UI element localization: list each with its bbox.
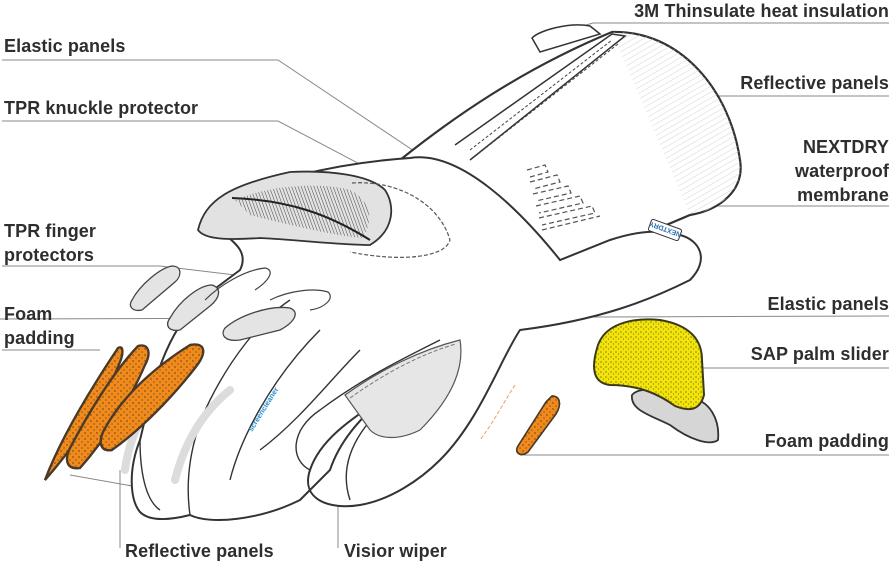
- label-foam-padding-right: Foam padding: [764, 431, 889, 451]
- label-reflective-panels-bottom: Reflective panels: [125, 541, 274, 561]
- glove-hand: [130, 156, 702, 521]
- label-nextdry-line3: membrane: [797, 185, 889, 205]
- label-reflective-panels-top: Reflective panels: [740, 73, 889, 93]
- tpr-knuckle-protector: [197, 170, 393, 246]
- thinsulate-strip: [454, 33, 627, 161]
- leader-thinsulate: [569, 22, 889, 31]
- label-sap-palm-slider: SAP palm slider: [750, 344, 889, 364]
- label-thinsulate: 3M Thinsulate heat insulation: [634, 1, 889, 21]
- finger-guides: [204, 267, 331, 311]
- label-nextdry: NEXTDRY waterproof membrane: [795, 135, 889, 207]
- leader-tpr-knuckle: [2, 120, 391, 181]
- foam-padding-left: [43, 343, 205, 481]
- cuff-tab: [531, 24, 602, 53]
- label-tpr-finger-protectors: TPR finger protectors: [4, 219, 96, 267]
- label-visior-wiper: Visior wiper: [344, 541, 447, 561]
- sap-palm-slider: [593, 318, 706, 411]
- label-tpr-finger-line2: protectors: [4, 245, 95, 265]
- label-tpr-finger-line1: TPR finger: [4, 221, 97, 241]
- visior-wiper-dashed: [479, 384, 516, 441]
- tpr-finger-protectors: [129, 265, 296, 341]
- leader-elastic-top: [2, 59, 421, 156]
- label-nextdry-line1: NEXTDRY: [802, 137, 889, 157]
- knuckle-stitching: [349, 182, 451, 258]
- vent-slots: [526, 164, 601, 231]
- label-elastic-panels-top: Elastic panels: [4, 36, 126, 56]
- label-elastic-panels-right: Elastic panels: [767, 294, 889, 314]
- visior-wiper-panel: [344, 339, 462, 439]
- label-tpr-knuckle-protector: TPR knuckle protector: [4, 98, 199, 118]
- label-foam-left-line1: Foam: [4, 304, 53, 324]
- label-nextdry-line2: waterproof: [794, 161, 889, 181]
- foam-padding-right-strip: [516, 395, 561, 456]
- label-foam-left-line2: padding: [4, 328, 75, 348]
- leader-tpr-finger: [2, 265, 261, 279]
- label-foam-padding-left: Foam padding: [4, 302, 75, 350]
